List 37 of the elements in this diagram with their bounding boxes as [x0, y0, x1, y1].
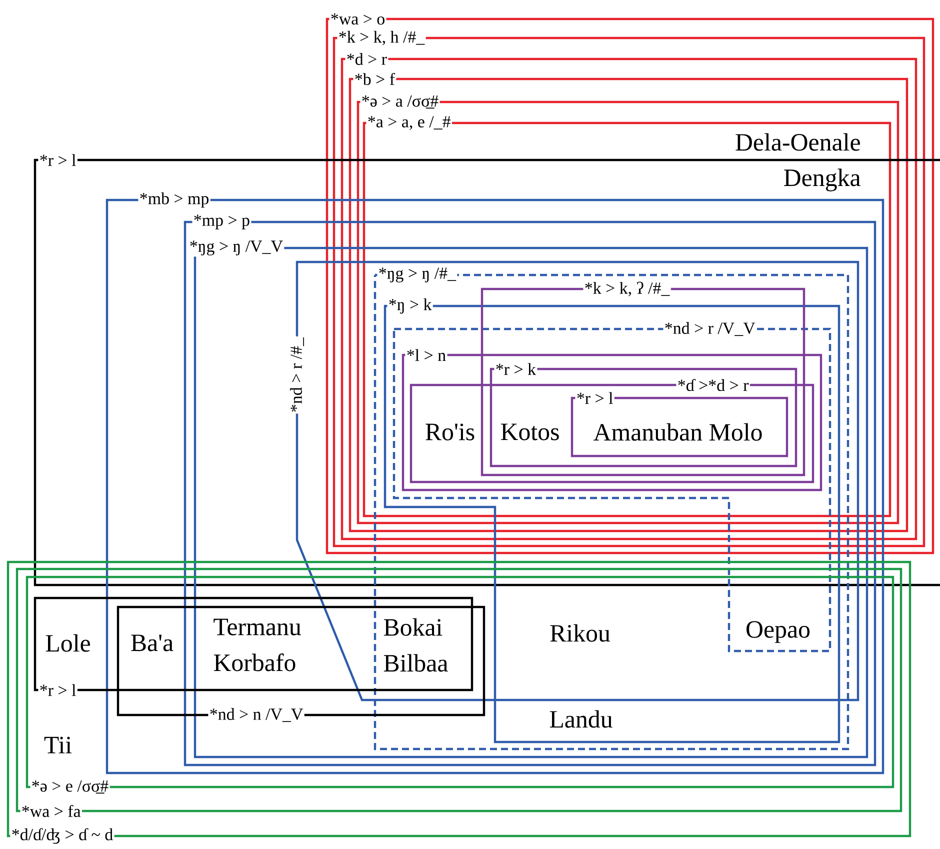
sound-change-label: *ɗ >*d > r [676, 378, 750, 392]
sound-change-label: *ə > e /σσ̲# [30, 779, 110, 795]
sound-change-label: *d > r [345, 52, 388, 66]
language-name: Ro'is [426, 424, 474, 440]
sound-change-label: *wa > o [329, 12, 386, 26]
language-name: Amanuban Molo [594, 423, 762, 441]
language-name: Oepao [746, 621, 810, 643]
sound-change-label: *r > k [494, 362, 538, 376]
sound-change-label: *d/ɗ/ʤ > ɗ ~ d [10, 827, 114, 845]
sound-change-label: *k > k, h /#_ [337, 30, 426, 46]
sound-change-label: *nd > r /#_ [288, 336, 306, 414]
sound-change-label: *r > l [575, 390, 614, 406]
sound-change-label: *nd > n /V_V [208, 706, 304, 724]
sound-change-label: *r > l [38, 152, 78, 168]
language-name: Landu [550, 710, 612, 728]
language-name: Termanu Korbafo [214, 618, 301, 672]
language-name: Rikou [550, 624, 610, 642]
language-name: Dengka [784, 168, 860, 192]
language-name: Dela-Oenale [736, 133, 860, 151]
sound-change-label: *b > f [353, 72, 396, 86]
language-name: Lole [46, 634, 90, 652]
sound-change-label: *mp > p [192, 213, 252, 231]
sound-change-label: *l > n [405, 348, 448, 362]
sound-change-label: *wa > fa [20, 804, 82, 818]
sound-change-label: *ŋ > k [387, 297, 433, 315]
sound-change-label: *ŋg > ŋ /#_ [377, 266, 458, 284]
language-name: Kotos [500, 424, 559, 440]
sound-change-label: *ə > a /σσ̲# [360, 94, 440, 110]
language-name: Ba'a [131, 634, 174, 652]
language-name: Bokai Bilbaa [384, 618, 448, 672]
sound-change-label: *r > l [38, 682, 78, 698]
sound-change-label: *ŋg > ŋ /V_V [188, 239, 284, 257]
sound-change-label: *k > k, ʔ /#_ [583, 280, 671, 298]
language-name: Tii [44, 736, 72, 754]
sound-change-label: *a > a, e /_# [366, 114, 452, 132]
sound-change-label: *mb > mp [138, 191, 210, 209]
sound-change-label: *nd > r /V_V [663, 320, 757, 338]
